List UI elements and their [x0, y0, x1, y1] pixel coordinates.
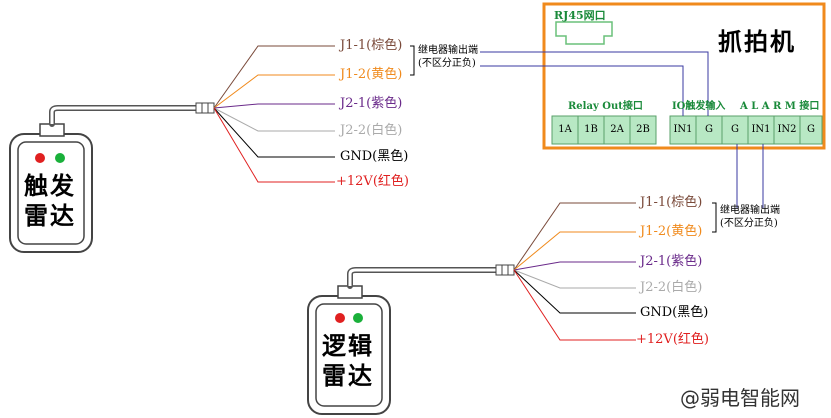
logic-wire-red: +12V(红色): [636, 332, 709, 347]
port-1a: 1A: [558, 124, 572, 135]
logic-radar-cable: [347, 267, 501, 289]
logic-radar-title-1: 逻辑: [322, 332, 374, 360]
logic-wire-black: GND(黑色): [640, 305, 709, 320]
logic-relay-bracket: [712, 202, 717, 233]
logic-relay-note-1: 继电器输出端: [720, 205, 780, 216]
logic-relay-note-2: (不区分正负): [720, 218, 778, 229]
trigger-wire-purple: J2-1(紫色): [340, 96, 403, 111]
trigger-cable-connector: [195, 102, 215, 114]
logic-wire-white: J2-2(白色): [640, 280, 703, 295]
watermark: @弱电智能网: [680, 386, 800, 410]
trigger-wire-white: J2-2(白色): [340, 123, 403, 138]
io-trigger-label: IO触发输入: [672, 101, 726, 112]
logic-wire-purple: J2-1(紫色): [640, 254, 703, 269]
port-alarm-in2: IN2: [777, 124, 797, 135]
logic-radar-title-2: 雷达: [322, 362, 374, 390]
logic-cable-connector: [495, 264, 515, 276]
trigger-to-io-wire-2: [480, 65, 684, 116]
logic-radar-device: [307, 285, 391, 415]
trigger-wire-brown: J1-1(棕色): [340, 38, 403, 53]
alarm-terminal-block: [721, 115, 823, 145]
rj45-port-icon: [555, 21, 613, 45]
logic-wire-brown: J1-1(棕色): [640, 195, 703, 210]
port-alarm-g2: G: [807, 124, 815, 135]
relay-out-label: Relay Out接口: [568, 101, 643, 112]
red-led: [335, 313, 345, 323]
trigger-radar-wires: [213, 45, 335, 183]
port-io-g: G: [705, 124, 713, 135]
rj45-label: RJ45网口: [554, 9, 606, 22]
port-2b: 2B: [636, 124, 650, 135]
port-1b: 1B: [584, 124, 598, 135]
trigger-relay-note-2: (不区分正负): [418, 58, 476, 69]
green-led: [55, 153, 65, 163]
trigger-to-io-wire-1: [480, 51, 709, 116]
alarm-label: A L A R M 接口: [740, 101, 820, 112]
port-io-in1: IN1: [673, 124, 693, 135]
trigger-radar-title-2: 雷达: [24, 202, 76, 230]
trigger-wire-black: GND(黑色): [340, 149, 409, 164]
trigger-relay-bracket: [410, 45, 415, 76]
trigger-radar-title-1: 触发: [24, 172, 76, 200]
relay-terminal-block: [551, 115, 657, 145]
camera-title: 抓拍机: [718, 28, 796, 56]
port-2a: 2A: [610, 124, 624, 135]
green-led: [353, 313, 363, 323]
trigger-relay-note-1: 继电器输出端: [418, 45, 478, 56]
trigger-radar-cable: [49, 105, 203, 127]
trigger-radar-device: [9, 123, 93, 253]
logic-wire-yellow: J1-2(黄色): [640, 224, 703, 239]
port-alarm-g: G: [731, 124, 739, 135]
trigger-wire-red: +12V(红色): [336, 174, 409, 189]
red-led: [35, 153, 45, 163]
port-alarm-in1: IN1: [751, 124, 771, 135]
logic-radar-wires: [513, 202, 636, 341]
trigger-wire-yellow: J1-2(黄色): [340, 67, 403, 82]
